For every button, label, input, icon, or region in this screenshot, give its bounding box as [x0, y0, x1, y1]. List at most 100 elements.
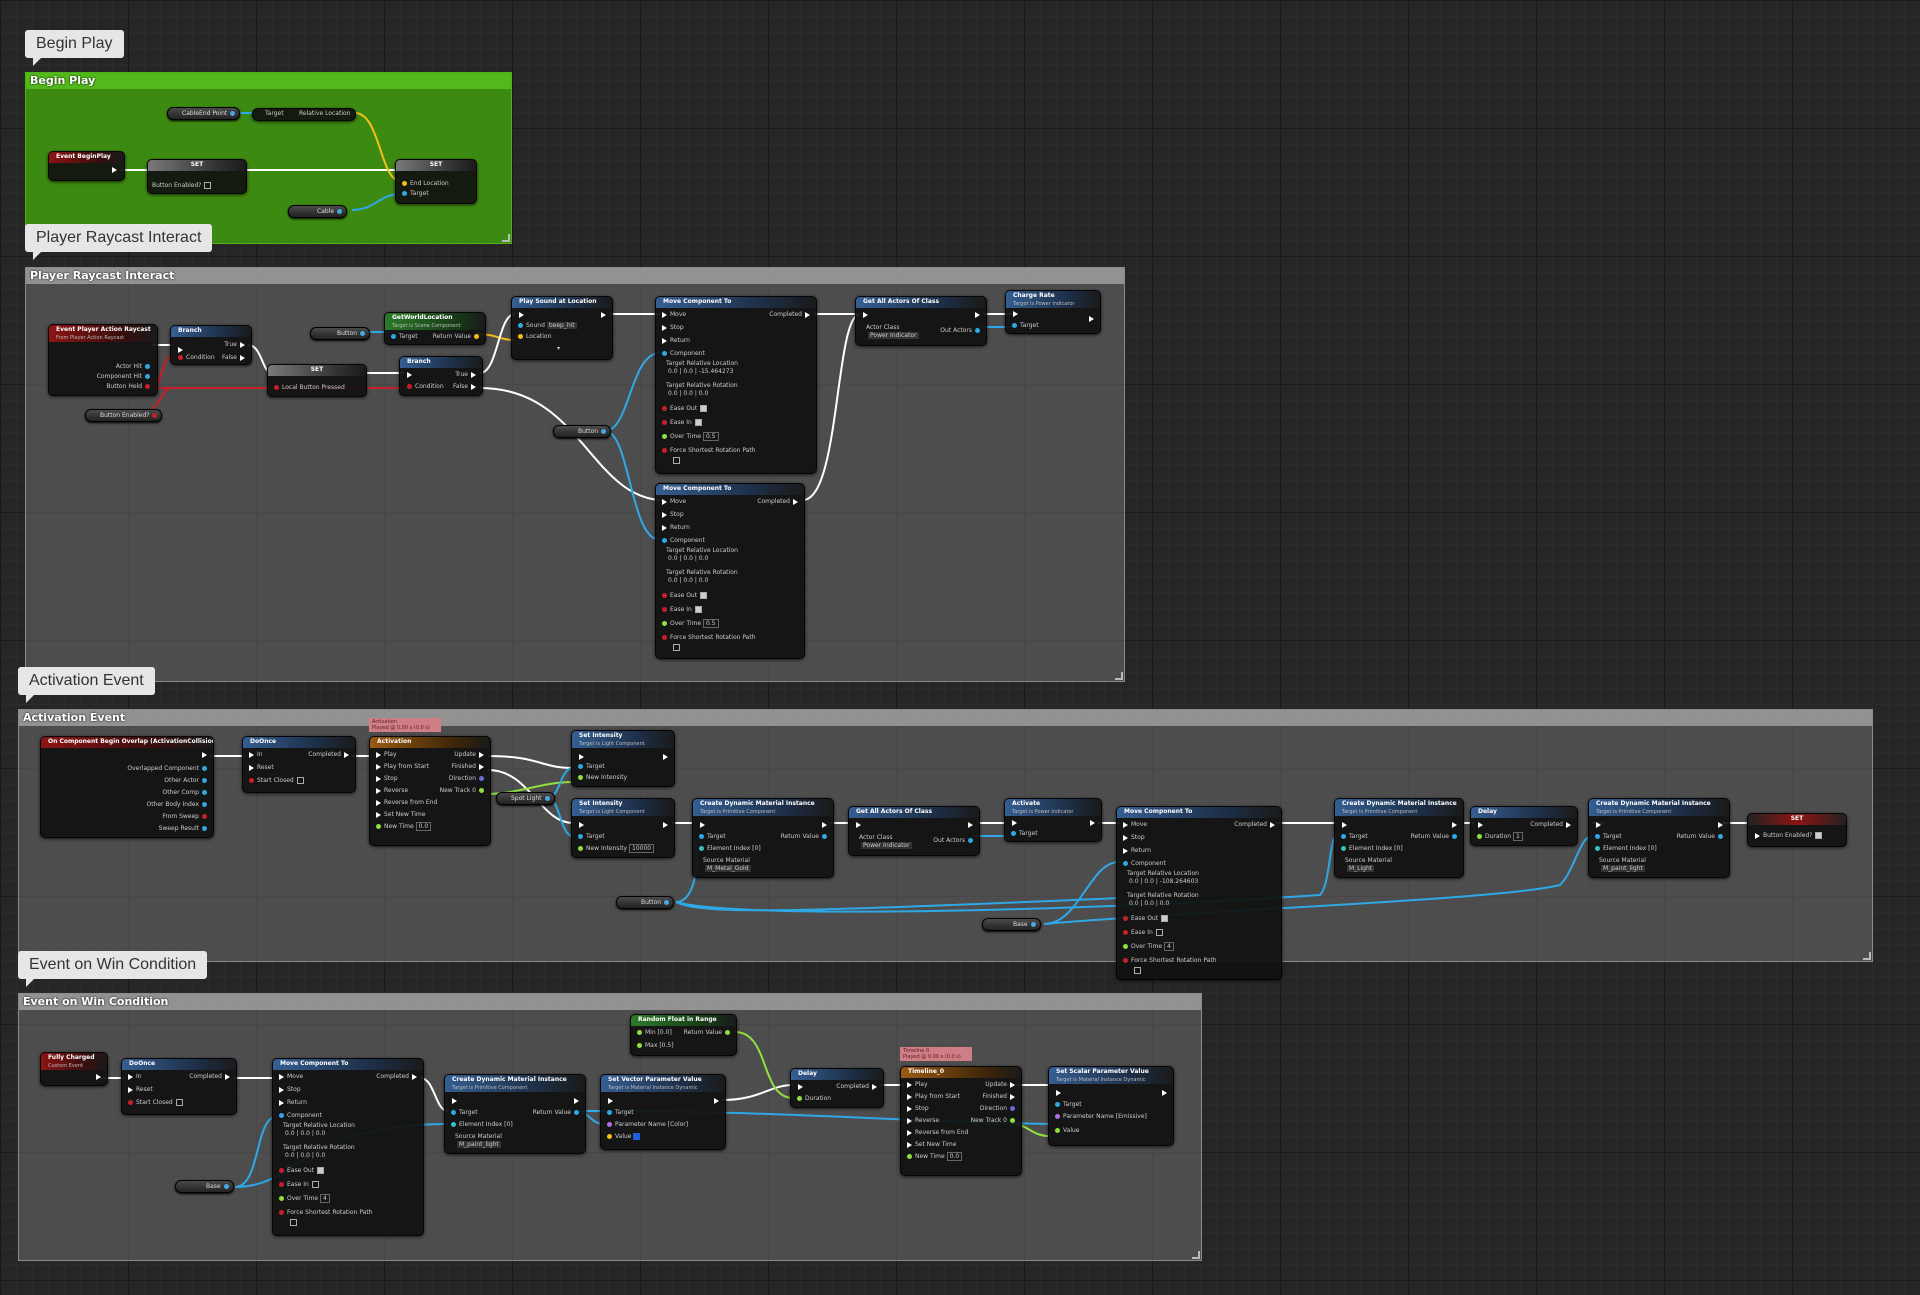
comment-bubble-begin-play[interactable]: Begin Play: [25, 30, 124, 66]
set-local-button-pressed-node[interactable]: SET Local Button Pressed: [267, 364, 367, 397]
location-z-field[interactable]: 0.0: [315, 1130, 326, 1137]
over-time-field[interactable]: 0.5: [702, 619, 719, 628]
parameter-name-field[interactable]: Emissive: [1118, 1113, 1145, 1120]
rotation-z-field[interactable]: 0.0: [698, 577, 709, 584]
set-end-location-node[interactable]: SET End Location Target: [395, 159, 477, 204]
ease-in-checkbox[interactable]: [694, 419, 702, 426]
location-y-field[interactable]: 0.0: [683, 555, 693, 562]
button-variable-2[interactable]: Button: [553, 425, 612, 438]
ease-in-checkbox[interactable]: [311, 1181, 319, 1188]
button-enabled-variable[interactable]: Button Enabled?: [85, 409, 163, 422]
rotation-y-field[interactable]: 0.0: [1144, 900, 1154, 907]
element-index-field[interactable]: 0: [754, 845, 759, 852]
comment-bubble-activation[interactable]: Activation Event: [18, 667, 155, 703]
new-time-field[interactable]: 0.0: [946, 1152, 963, 1161]
rotation-z-field[interactable]: 0.0: [315, 1152, 326, 1159]
over-time-field[interactable]: 4: [319, 1194, 330, 1203]
set-button-enabled-node-2[interactable]: SET Button Enabled?: [1747, 813, 1847, 847]
rotation-y-field[interactable]: 0.0: [300, 1152, 310, 1159]
new-time-field[interactable]: 0.0: [415, 822, 432, 831]
source-material-dropdown[interactable]: M_Metal_Gold: [705, 865, 751, 872]
ease-out-checkbox[interactable]: [317, 1167, 325, 1174]
get-relative-location-node[interactable]: Target Relative Location: [252, 108, 356, 121]
location-y-field[interactable]: 0.0: [1144, 878, 1154, 885]
comment-bubble-win[interactable]: Event on Win Condition: [18, 951, 208, 987]
source-material-dropdown[interactable]: M_Light: [1347, 865, 1375, 872]
ease-in-checkbox[interactable]: [1155, 929, 1163, 936]
base-variable-1[interactable]: Base: [982, 918, 1041, 931]
force-shortest-checkbox[interactable]: [673, 644, 680, 651]
branch-node-2[interactable]: Branch True Condition False: [399, 356, 483, 396]
resize-handle[interactable]: [502, 234, 510, 242]
get-all-actors-of-class-node-1[interactable]: Get All Actors Of Class Actor Class Powe…: [855, 296, 987, 346]
source-material-dropdown[interactable]: M_paint_light: [1601, 865, 1645, 872]
random-float-in-range-node[interactable]: Random Float in Range Min [0.0] Max [0.5…: [630, 1014, 737, 1056]
location-x-field[interactable]: 0.0: [1129, 878, 1139, 885]
ease-in-checkbox[interactable]: [694, 606, 702, 613]
ease-out-checkbox[interactable]: [1161, 915, 1169, 922]
resize-handle[interactable]: [1192, 1251, 1200, 1259]
location-x-field[interactable]: 0.0: [285, 1130, 295, 1137]
branch-node-1[interactable]: Branch True Condition False: [170, 325, 252, 365]
get-all-actors-of-class-node-2[interactable]: Get All Actors Of Class Actor Class Powe…: [848, 806, 980, 856]
cable-end-point-variable[interactable]: CableEnd Point: [167, 107, 241, 120]
rotation-z-field[interactable]: 0.0: [1159, 900, 1170, 907]
ease-out-checkbox[interactable]: [700, 405, 708, 412]
event-beginplay-node[interactable]: Event BeginPlay: [48, 151, 125, 181]
move-component-to-node-3[interactable]: Move Component To Move Completed Stop Re…: [1116, 806, 1282, 980]
delay-node-2[interactable]: Delay Completed Duration: [790, 1068, 884, 1108]
location-y-field[interactable]: 0.0: [683, 368, 693, 375]
button-enabled-checkbox[interactable]: [1815, 832, 1823, 839]
move-component-to-node-2[interactable]: Move Component To Move Completed Stop Re…: [655, 483, 805, 659]
button-enabled-checkbox[interactable]: [204, 182, 212, 189]
location-x-field[interactable]: 0.0: [668, 368, 678, 375]
cable-variable[interactable]: Cable: [288, 205, 348, 218]
doonce-node-1[interactable]: DoOnce In Completed Reset Start Closed: [242, 736, 356, 793]
rotation-y-field[interactable]: 0.0: [683, 577, 693, 584]
expand-arrow-icon[interactable]: ▾: [557, 345, 561, 352]
rotation-z-field[interactable]: 0.0: [698, 390, 709, 397]
force-shortest-checkbox[interactable]: [1134, 967, 1141, 974]
doonce-node-2[interactable]: DoOnce In Completed Reset Start Closed: [121, 1058, 237, 1115]
rotation-x-field[interactable]: 0.0: [668, 577, 678, 584]
force-shortest-checkbox[interactable]: [673, 457, 680, 464]
location-z-field[interactable]: 0.0: [698, 555, 709, 562]
set-button-enabled-node[interactable]: SET Button Enabled?: [147, 159, 247, 194]
button-variable-3[interactable]: Button: [616, 896, 675, 909]
exec-out-pin[interactable]: [112, 166, 117, 173]
spot-light-variable[interactable]: Spot Light: [496, 792, 555, 805]
rotation-x-field[interactable]: 0.0: [1129, 900, 1139, 907]
element-index-field[interactable]: 0: [506, 1121, 511, 1128]
ease-out-checkbox[interactable]: [700, 592, 708, 599]
color-swatch[interactable]: [633, 1133, 641, 1140]
source-material-dropdown[interactable]: M_paint_light: [457, 1141, 501, 1148]
parameter-name-field[interactable]: Color: [670, 1121, 686, 1128]
element-index-field[interactable]: 0: [1396, 845, 1401, 852]
base-variable-2[interactable]: Base: [175, 1180, 234, 1193]
location-z-field[interactable]: -108.264603: [1159, 878, 1199, 885]
actor-class-dropdown[interactable]: Power Indicator: [861, 842, 912, 849]
rotation-y-field[interactable]: 0.0: [683, 390, 693, 397]
comment-bubble-raycast[interactable]: Player Raycast Interact: [25, 224, 213, 260]
location-z-field[interactable]: -15.464273: [698, 368, 734, 375]
start-closed-checkbox[interactable]: [296, 777, 304, 784]
sound-asset-field[interactable]: beep_hit: [546, 322, 577, 329]
actor-class-dropdown[interactable]: Power Indicator: [868, 332, 919, 339]
min-field[interactable]: 0.0: [659, 1029, 670, 1036]
new-intensity-field[interactable]: 10000: [629, 844, 655, 853]
move-component-to-node-1[interactable]: Move Component To Move Completed Stop Re…: [655, 296, 817, 474]
rotation-x-field[interactable]: 0.0: [668, 390, 678, 397]
over-time-field[interactable]: 4: [1163, 942, 1174, 951]
